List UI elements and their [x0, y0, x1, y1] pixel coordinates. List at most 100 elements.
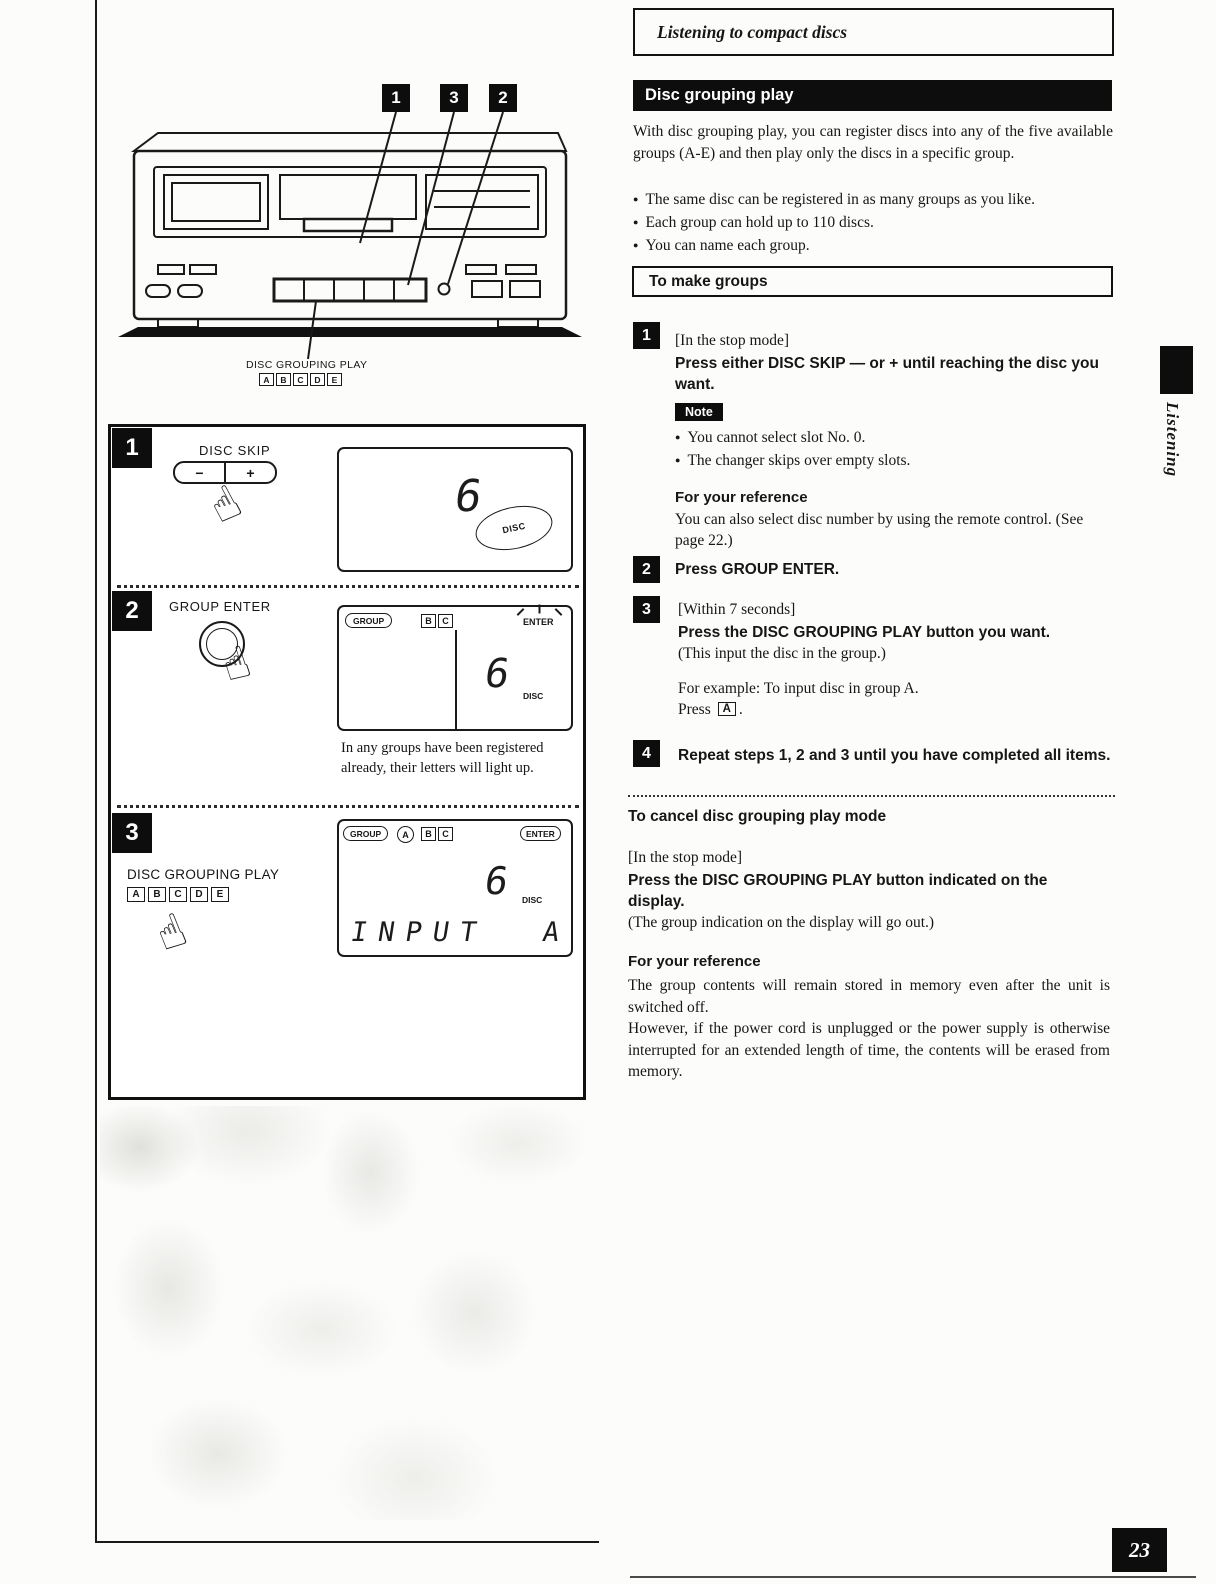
group-enter-button-inner: [206, 628, 238, 660]
cancel-precondition: [In the stop mode]: [628, 849, 743, 866]
intro-bullet: Each group can hold up to 110 discs.: [633, 212, 1113, 235]
lit-letter: C: [438, 827, 453, 841]
step1-block: [In the stop mode] Press either DISC SKI…: [675, 332, 1115, 551]
steps-panel: 1 DISC SKIP − + ☝ 6 DISC 2 GROUP ENTER ☝…: [108, 424, 586, 1100]
cancel-instruction: Press the DISC GROUPING PLAY button indi…: [628, 872, 1048, 910]
disc-digit: 6: [481, 651, 513, 697]
cancel-subtext: (The group indication on the display wil…: [628, 914, 935, 931]
callout-1: 1: [382, 84, 410, 112]
step1-precondition: [In the stop mode]: [675, 332, 790, 349]
group-indicator: GROUP: [345, 613, 393, 628]
disc-skip-buttons: − +: [173, 461, 277, 484]
make-groups-box: To make groups: [632, 266, 1113, 297]
reference-p1: The group contents will remain stored in…: [628, 977, 1110, 1016]
panel-step1-number: 1: [112, 428, 152, 468]
blink-ray-icon: [516, 608, 525, 616]
display-step3: GROUP A B C ENTER 6 DISC INPUT A: [337, 819, 573, 957]
step2-instruction: Press GROUP ENTER.: [675, 561, 840, 578]
disc-indicator-oval: DISC: [471, 499, 557, 557]
lit-letter: B: [421, 827, 436, 841]
left-page-rule: [95, 0, 97, 1543]
disc-indicator-label: DISC: [501, 520, 527, 536]
reference-title: For your reference: [628, 953, 761, 970]
step3-instruction: Press the DISC GROUPING PLAY button you …: [678, 624, 1051, 641]
disc-digit: 6: [481, 859, 512, 903]
intro-bullets: The same disc can be registered in as ma…: [633, 189, 1113, 258]
step3-precondition: [Within 7 seconds]: [678, 601, 796, 618]
make-groups-title: To make groups: [649, 272, 768, 290]
group-key-e: E: [327, 373, 342, 386]
selected-group-circle: A: [397, 826, 414, 843]
column-header-title: Listening to compact discs: [657, 21, 848, 42]
blink-ray-icon: [554, 608, 563, 616]
step-divider-2: [117, 805, 579, 808]
reference-p2: However, if the power cord is unplugged …: [628, 1020, 1110, 1080]
cancel-title: To cancel disc grouping play mode: [628, 808, 887, 825]
note-row: Note: [675, 403, 1115, 421]
bottom-left-rule: [95, 1541, 599, 1543]
disc-digit: 6: [450, 471, 486, 522]
scan-texture: [100, 1106, 592, 1520]
lit-group-letters: B C: [421, 614, 453, 628]
lit-letter: C: [438, 614, 453, 628]
step3-block: [Within 7 seconds] Press the DISC GROUPI…: [678, 601, 1118, 719]
press-word: Press: [678, 701, 711, 718]
selected-group-letter: A: [402, 829, 409, 840]
display-step2: GROUP B C ENTER 6 DISC: [337, 604, 573, 731]
group-key-c: C: [293, 373, 308, 386]
step1-reference-title: For your reference: [675, 489, 808, 506]
note-bullet: The changer skips over empty slots.: [675, 450, 1115, 473]
group-enter-button: [199, 621, 245, 667]
display-step1: 6 DISC: [337, 447, 573, 572]
group-key-a: A: [259, 373, 274, 386]
disc-skip-label: DISC SKIP: [199, 443, 271, 458]
blink-ray-icon: [538, 604, 541, 614]
group-key-c: C: [169, 887, 187, 902]
step1-reference-text: You can also select disc number by using…: [675, 511, 1084, 549]
section-tab: [1160, 346, 1193, 394]
bottom-right-rule: [630, 1576, 1196, 1578]
step3-subtext: (This input the disc in the group.): [678, 645, 886, 662]
page-number-box: 23: [1112, 1528, 1167, 1572]
intro-paragraph: With disc grouping play, you can registe…: [633, 123, 1113, 162]
section-bar-title: Disc grouping play: [645, 86, 794, 104]
group-enter-label: GROUP ENTER: [169, 599, 271, 614]
step2-caption: In any groups have been registered alrea…: [341, 740, 544, 776]
pointing-hand-icon: ☝: [215, 636, 258, 693]
intro-bullet: You can name each group.: [633, 235, 1113, 258]
note-badge: Note: [675, 403, 723, 421]
section-tab-label: Listening: [1163, 402, 1182, 478]
group-key-d: D: [190, 887, 208, 902]
lit-group-letters: B C: [421, 827, 453, 841]
enter-indicator: ENTER: [520, 826, 561, 841]
step3-example-press: Press A.: [678, 701, 1118, 719]
step-divider-1: [117, 585, 579, 588]
step4-number: 4: [633, 740, 660, 767]
leader-line: [455, 630, 457, 731]
input-readout: INPUT: [348, 917, 490, 948]
group-key-b: B: [276, 373, 291, 386]
lit-letter: B: [421, 614, 436, 628]
callout-2: 2: [489, 84, 517, 112]
step1-instruction: Press either DISC SKIP — or + until reac…: [675, 355, 1099, 393]
step1-number: 1: [633, 322, 660, 349]
step3-number: 3: [633, 596, 660, 623]
disc-grouping-play-label: DISC GROUPING PLAY: [127, 867, 280, 882]
group-key-b: B: [148, 887, 166, 902]
callout-3: 3: [440, 84, 468, 112]
disc-skip-minus-button: −: [195, 464, 204, 481]
panel-step2-number: 2: [112, 591, 152, 631]
disc-indicator-label: DISC: [522, 895, 543, 905]
section-dotted-divider: [628, 795, 1115, 797]
note-bullet: You cannot select slot No. 0.: [675, 427, 1115, 450]
group-indicator: GROUP: [343, 826, 389, 841]
step4-instruction: Repeat steps 1, 2 and 3 until you have c…: [678, 747, 1111, 764]
device-group-keys: A B C D E: [259, 373, 342, 386]
section-bar: Disc grouping play: [633, 80, 1112, 111]
disc-grouping-play-keys: A B C D E: [127, 887, 229, 902]
panel-step3-number: 3: [112, 813, 152, 853]
key-a-glyph: A: [717, 702, 736, 716]
page-number: 23: [1129, 1537, 1150, 1562]
column-header-box: Listening to compact discs: [633, 8, 1114, 56]
